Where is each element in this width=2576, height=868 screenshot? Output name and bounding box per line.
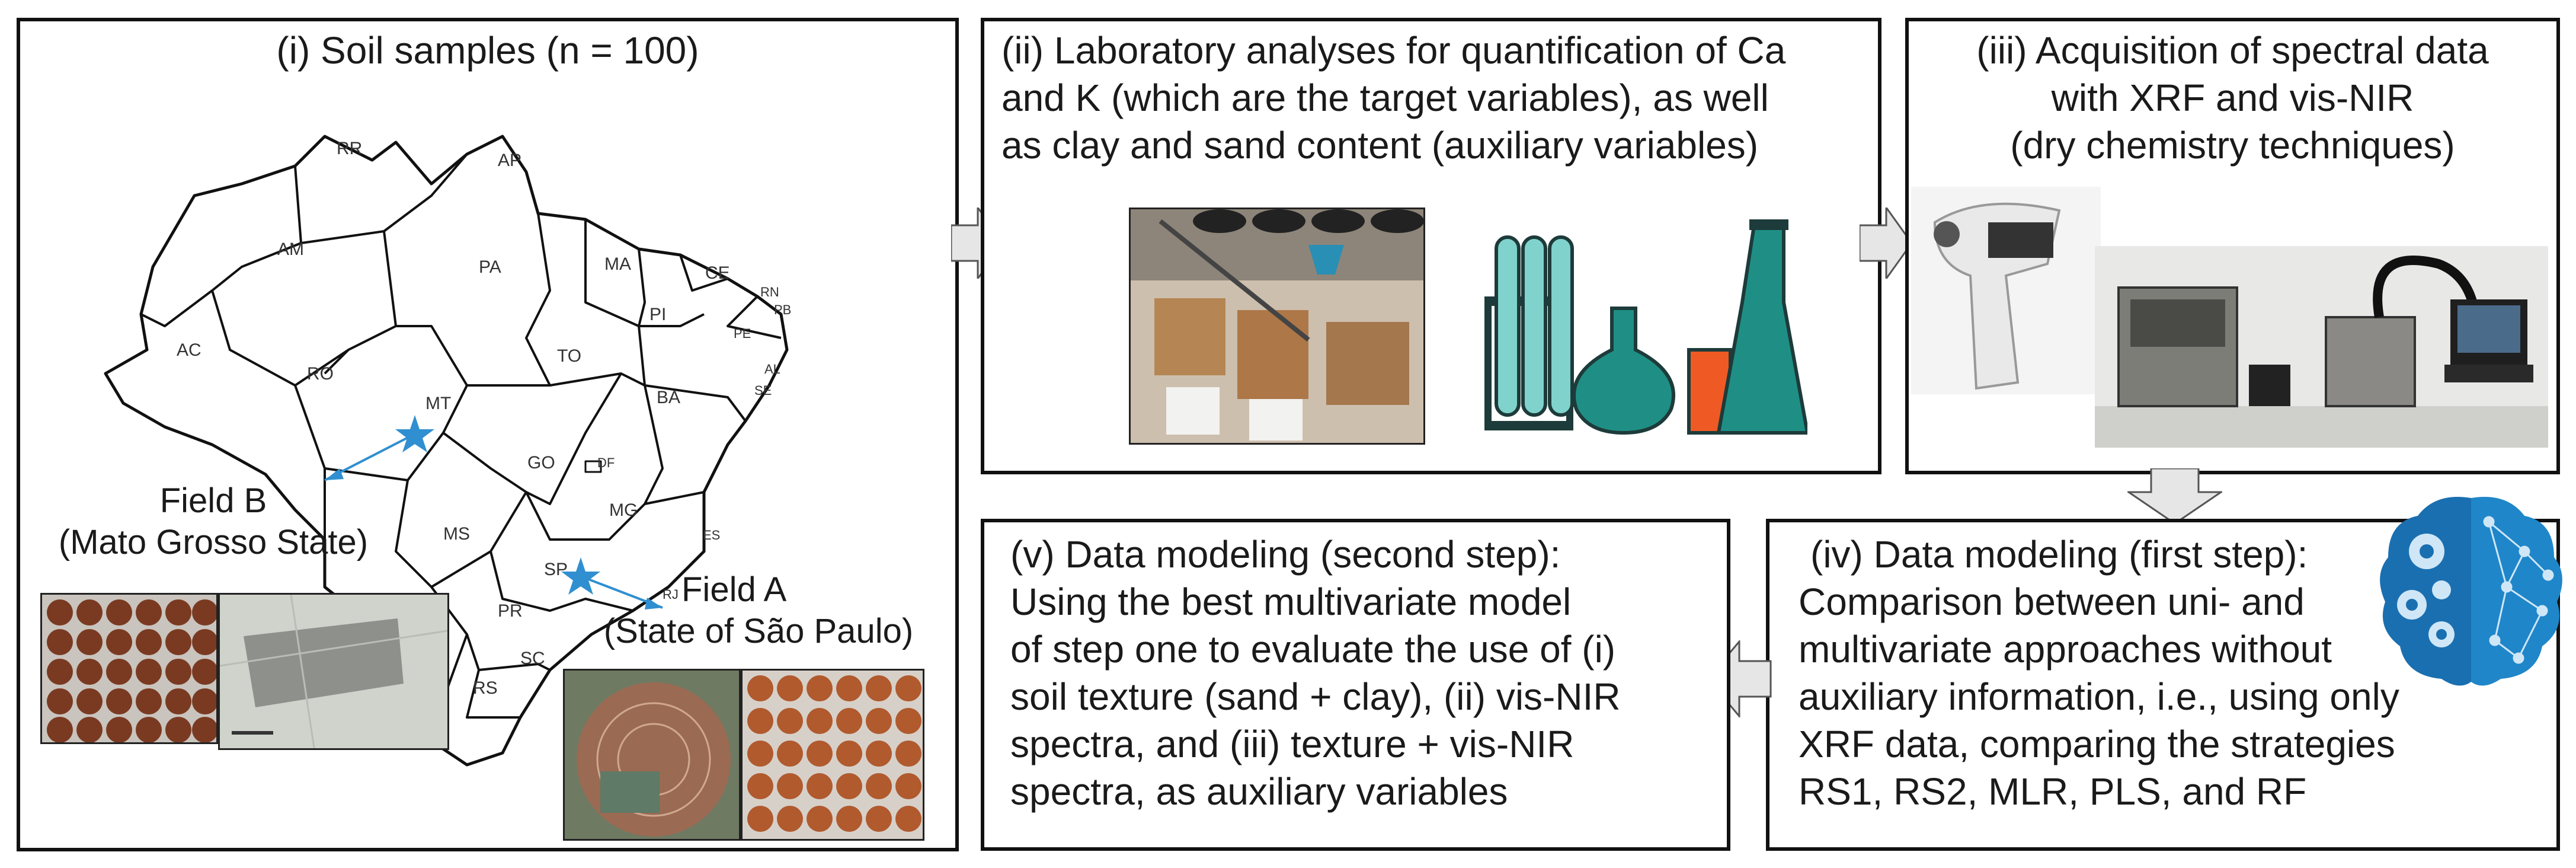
state-borders [140, 153, 782, 719]
model2-line-3: of step one to evaluate the use of (i) [1010, 628, 1616, 671]
state-label-am: AM [277, 240, 304, 259]
lab-soil-analysis-photo [1129, 208, 1425, 445]
state-label-sp: SP [544, 560, 568, 579]
state-label-pe: PE [734, 326, 751, 341]
model2-line-4: soil texture (sand + clay), (ii) vis-NIR [1010, 675, 1621, 718]
lab-line-1: (ii) Laboratory analyses for quantificat… [1001, 29, 1786, 72]
lab-glassware-illustration [1484, 219, 1807, 435]
field-b-soil-samples-photo [40, 593, 218, 744]
state-label-rn: RN [760, 285, 779, 299]
panel-data-modeling-second [981, 519, 1730, 851]
acq-line-1: (iii) Acquisition of spectral data [1976, 29, 2489, 72]
state-label-ce: CE [705, 263, 730, 283]
panel-acq-text: (iii) Acquisition of spectral data with … [1905, 27, 2560, 169]
state-label-ms: MS [443, 524, 470, 544]
panel-lab-text: (ii) Laboratory analyses for quantificat… [1001, 27, 1873, 169]
model2-line-1: (v) Data modeling (second step): [1010, 533, 1561, 576]
field-a-aerial-photo [563, 669, 741, 841]
model2-line-5: spectra, and (iii) texture + vis-NIR [1010, 723, 1575, 765]
arrow-acquisition-to-model1 [2127, 468, 2222, 525]
model1-line-3: multivariate approaches without [1799, 628, 2332, 671]
lab-line-3: as clay and sand content (auxiliary vari… [1001, 124, 1759, 167]
state-label-se: SE [754, 383, 772, 398]
state-label-rr: RR [337, 139, 362, 158]
xrf-device-photo [1911, 187, 2101, 394]
field-a-star [561, 557, 600, 595]
field-b-state: (Mato Grosso State) [58, 523, 369, 561]
field-a-name: Field A [681, 570, 787, 609]
state-label-rj: RJ [663, 587, 679, 602]
state-label-pa: PA [479, 257, 501, 277]
field-b-aerial-photo [218, 593, 449, 750]
state-label-ro: RO [307, 364, 334, 384]
field-a-label: Field A (State of São Paulo) [587, 569, 930, 652]
state-label-go: GO [527, 453, 555, 473]
arrow-lab-to-acquisition [1860, 208, 1913, 279]
state-label-ap: AP [498, 151, 521, 170]
field-b-name: Field B [159, 481, 267, 520]
brazil-map: RR AP AM PA MA CE RN PB PI PE AL SE AC R… [104, 135, 791, 767]
state-label-pb: PB [774, 302, 791, 317]
state-label-sc: SC [520, 649, 545, 668]
model1-line-2: Comparison between uni- and [1799, 580, 2305, 623]
state-label-ac: AC [177, 340, 201, 360]
model1-line-1: (iv) Data modeling (first step): [1810, 533, 2308, 576]
field-b-label: Field B (Mato Grosso State) [47, 480, 379, 563]
model2-line-2: Using the best multivariate model [1010, 580, 1572, 623]
state-label-pr: PR [498, 601, 523, 621]
acq-line-3: (dry chemistry techniques) [2010, 124, 2455, 167]
field-b-star [395, 415, 434, 452]
panel-model1-text: (iv) Data modeling (first step): Compari… [1799, 531, 2521, 815]
lab-line-2: and K (which are the target variables), … [1001, 76, 1769, 119]
model1-line-5: XRF data, comparing the strategies [1799, 723, 2395, 765]
state-label-es: ES [703, 528, 720, 542]
field-a-state: (State of São Paulo) [603, 612, 914, 650]
panel-soil-title: (i) Soil samples (n = 100) [276, 29, 699, 72]
model1-line-6: RS1, RS2, MLR, PLS, and RF [1799, 770, 2307, 813]
state-label-al: AL [764, 362, 780, 376]
ai-brain-icon [2380, 497, 2562, 686]
state-label-pi: PI [649, 305, 666, 324]
acq-line-2: with XRF and vis-NIR [2051, 76, 2414, 119]
state-label-mg: MG [609, 500, 638, 520]
state-label-to: TO [557, 346, 581, 366]
state-label-ba: BA [657, 388, 680, 407]
state-label-ma: MA [604, 254, 631, 274]
panel-model2-text: (v) Data modeling (second step): Using t… [1010, 531, 1721, 815]
model2-line-6: spectra, as auxiliary variables [1010, 770, 1508, 813]
state-label-df: DF [597, 455, 615, 470]
field-a-soil-samples-photo [741, 669, 924, 841]
state-label-mt: MT [425, 394, 451, 413]
state-label-rs: RS [473, 678, 498, 698]
model1-line-4: auxiliary information, i.e., using only [1799, 675, 2399, 718]
vis-nir-setup-photo [2095, 246, 2548, 448]
